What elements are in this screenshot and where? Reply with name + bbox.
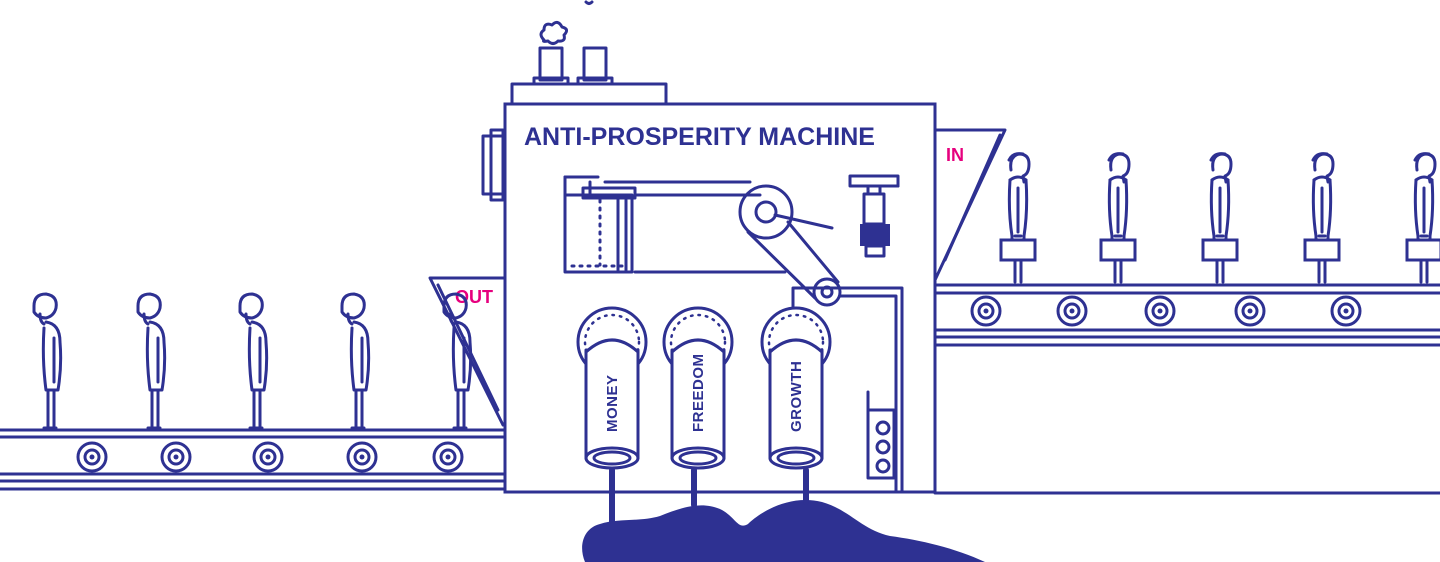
out-chute: OUT bbox=[428, 276, 507, 427]
out-conveyor bbox=[0, 428, 507, 491]
press-chamber bbox=[563, 175, 787, 274]
in-label: IN bbox=[946, 145, 964, 165]
roller-icon bbox=[1056, 295, 1088, 327]
pipe-manifold bbox=[791, 286, 904, 494]
upright-person-icon bbox=[999, 152, 1037, 284]
slumped-person-icon bbox=[136, 292, 167, 430]
upright-person-icon bbox=[1405, 152, 1440, 284]
ink-puddle bbox=[582, 500, 985, 562]
slumped-person-icon bbox=[32, 292, 63, 430]
roller-icon bbox=[76, 441, 108, 473]
machine-title: ANTI-PROSPERITY MACHINE bbox=[524, 123, 875, 151]
control-knobs bbox=[866, 390, 896, 480]
pipe-label: MONEY bbox=[604, 374, 621, 432]
pipe-growth: GROWTH bbox=[760, 306, 832, 470]
slumped-person-icon bbox=[238, 292, 269, 430]
upright-person-icon bbox=[1303, 152, 1341, 284]
roller-icon bbox=[346, 441, 378, 473]
out-people bbox=[32, 292, 473, 430]
smoke-puff-icon bbox=[539, 20, 569, 45]
upright-person-icon bbox=[1099, 152, 1137, 284]
roller-icon bbox=[252, 441, 284, 473]
spray-nozzle bbox=[848, 174, 900, 258]
slumped-person-icon bbox=[442, 292, 473, 430]
side-hinge bbox=[481, 128, 507, 202]
pipe-freedom: FREEDOM bbox=[662, 306, 734, 470]
in-conveyor bbox=[933, 283, 1440, 495]
machine: ANTI-PROSPERITY MACHINE bbox=[481, 0, 937, 494]
chimneys bbox=[510, 0, 668, 106]
roller-icon bbox=[432, 441, 464, 473]
in-people bbox=[999, 152, 1440, 284]
pipe-label: FREEDOM bbox=[690, 354, 707, 433]
pipes: MONEY FREEDOM GROWTH bbox=[576, 306, 832, 470]
upright-person-icon bbox=[1201, 152, 1239, 284]
pipe-label: GROWTH bbox=[788, 361, 805, 432]
roller-icon bbox=[1234, 295, 1266, 327]
pipe-money: MONEY bbox=[576, 306, 648, 470]
in-chute: IN bbox=[933, 128, 1007, 282]
roller-icon bbox=[1330, 295, 1362, 327]
roller-icon bbox=[1144, 295, 1176, 327]
roller-icon bbox=[970, 295, 1002, 327]
slumped-person-icon bbox=[340, 292, 371, 430]
pipe-drips bbox=[609, 467, 809, 525]
roller-icon bbox=[160, 441, 192, 473]
